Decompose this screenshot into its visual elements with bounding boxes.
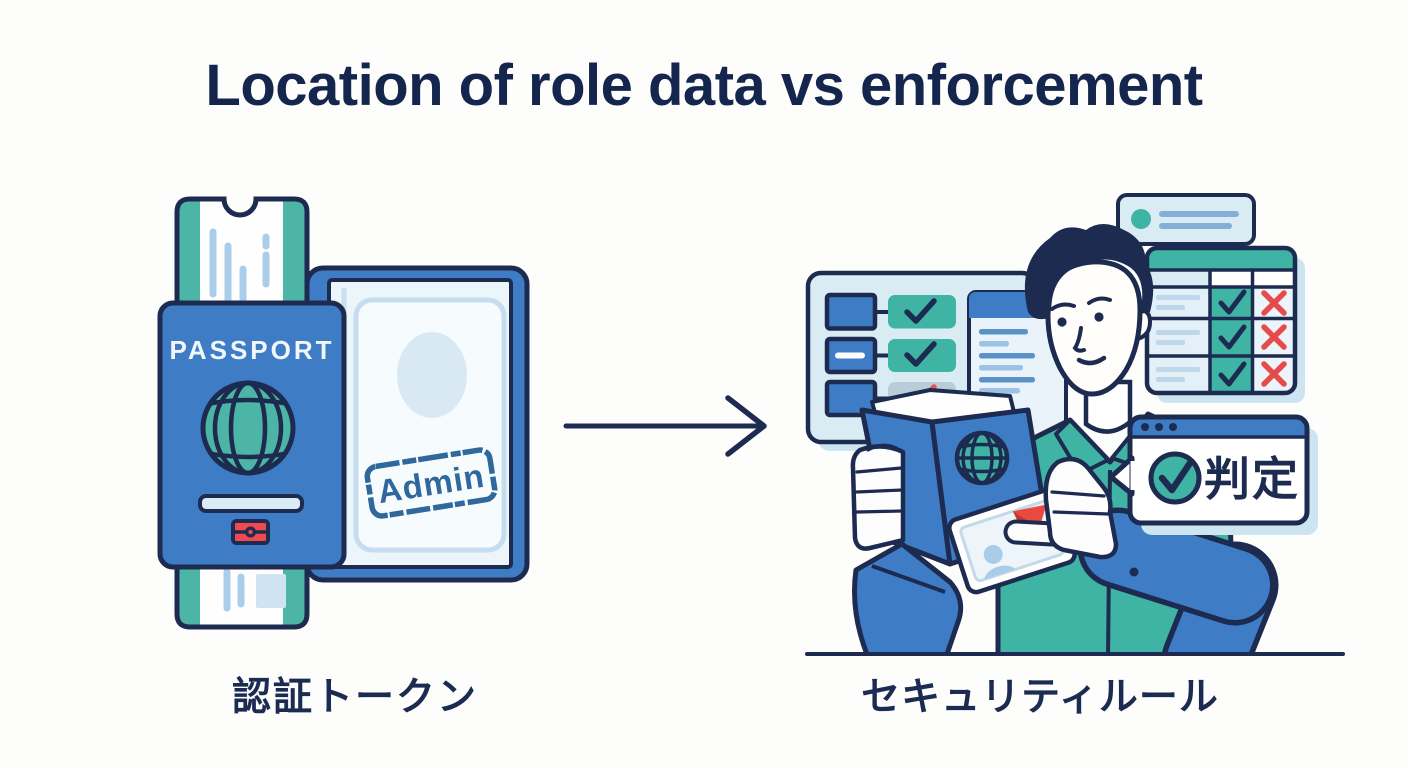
verdict-popup: 判定	[1108, 414, 1318, 535]
admin-stamp: Admin	[364, 447, 498, 519]
table-row-text-lines	[1156, 295, 1200, 382]
passport-cover: PASSPORT	[157, 300, 347, 570]
face-features	[1050, 296, 1112, 366]
auth-token-label: 認証トークン	[231, 676, 478, 719]
window-dots-icon	[1141, 423, 1177, 431]
passport-cover-title: PASSPORT	[169, 335, 334, 365]
bullet-icon	[1131, 209, 1151, 229]
security-rules-label: セキュリティルール	[861, 676, 1219, 719]
left-sleeve	[852, 541, 964, 655]
table-header	[1147, 248, 1295, 270]
verdict-text: 判定	[1204, 453, 1300, 505]
page-title: Location of role data vs enforcement	[205, 53, 1203, 118]
auth-token-illustration: Admin PASSPORT	[157, 196, 530, 630]
book-globe-icon	[954, 430, 1010, 486]
right-hand	[1003, 456, 1119, 560]
x-icon	[1261, 290, 1287, 387]
verdict-check-icon	[1148, 451, 1202, 505]
document-text-lines	[979, 329, 1035, 394]
held-passport-group	[850, 388, 1279, 655]
photo-placeholder	[397, 332, 467, 418]
globe-icon	[200, 380, 296, 476]
rules-table	[1144, 245, 1305, 403]
baseline-divider	[805, 652, 1345, 656]
boarding-pass-text-lines	[209, 228, 270, 612]
popup-titlebar	[1130, 417, 1307, 437]
passport-data-strip	[198, 494, 304, 513]
face	[1045, 259, 1143, 397]
left-hand	[850, 443, 906, 551]
summary-card	[1116, 193, 1256, 246]
chip-icon	[231, 519, 270, 545]
cuff-button	[1129, 567, 1139, 577]
check-icon	[1218, 289, 1247, 387]
arrow-right-icon	[563, 395, 767, 457]
security-rules-illustration: 判定	[805, 193, 1318, 655]
hair	[1024, 224, 1154, 320]
